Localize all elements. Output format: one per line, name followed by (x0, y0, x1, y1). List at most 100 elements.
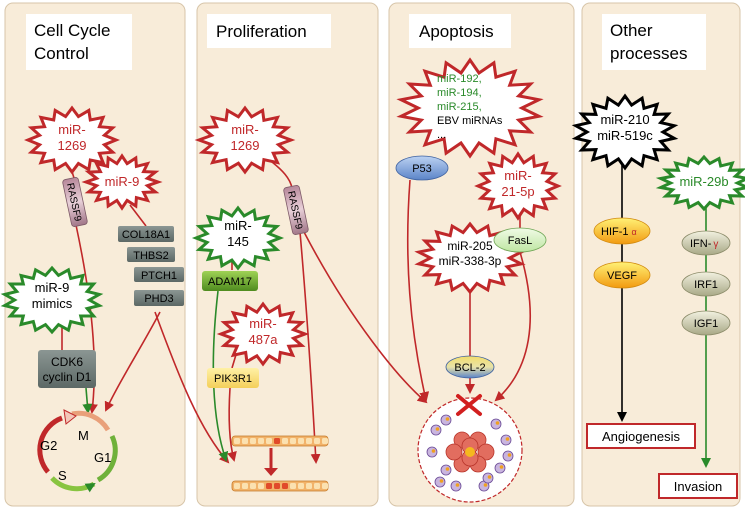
svg-text:miR-210: miR-210 (600, 112, 649, 127)
apoptotic-body-dot (507, 453, 512, 457)
bleb-core (465, 447, 475, 457)
mir1269-star-cell-cycle: miR- 1269 (24, 105, 120, 175)
cell (258, 483, 264, 489)
cell (282, 483, 288, 489)
cdk6-cyclind1-node: CDK6 cyclin D1 (38, 350, 96, 388)
svg-text:miR-: miR- (249, 316, 276, 331)
cell (274, 483, 280, 489)
svg-text:FasL: FasL (508, 235, 532, 247)
title-box-proliferation (207, 14, 331, 48)
svg-text:miR-205: miR-205 (447, 239, 493, 253)
invasion-box: Invasion (658, 473, 738, 499)
bleb (477, 443, 495, 461)
apoptotic-body-dot (495, 421, 500, 425)
igf1-node: IGF1 (681, 310, 731, 336)
irf1-node: IRF1 (681, 271, 731, 297)
mir21-star: miR- 21-5p (474, 151, 562, 221)
svg-text:cyclin D1: cyclin D1 (43, 370, 92, 384)
apoptotic-body (426, 446, 438, 458)
svg-text:COL18A1: COL18A1 (122, 229, 170, 241)
svg-text:IRF1: IRF1 (694, 279, 718, 291)
rassf9-node-proliferation: RASSF9 (283, 185, 309, 235)
cell (266, 483, 272, 489)
mir9-star: miR-9 (81, 153, 163, 211)
bcl2-node: BCL-2 (445, 355, 495, 379)
apoptotic-body-dot (431, 449, 436, 453)
apoptotic-body (494, 462, 506, 474)
adam17-node: ADAM17 (202, 271, 258, 291)
title-box-apoptosis (409, 14, 511, 48)
panel-title-proliferation: Proliferation (216, 22, 307, 41)
cell (322, 438, 328, 444)
svg-text:miR-: miR- (58, 122, 85, 137)
apoptotic-body-dot (445, 417, 450, 421)
svg-text:1269: 1269 (231, 138, 260, 153)
phase-g1: G1 (94, 450, 111, 465)
svg-text:miR-9: miR-9 (105, 174, 140, 189)
svg-text:THBS2: THBS2 (133, 250, 168, 262)
cell (298, 438, 304, 444)
panel-title-other-1: Other (610, 21, 653, 40)
bleb (445, 443, 463, 461)
svg-text:miR-: miR- (504, 168, 531, 183)
title-box-other (602, 14, 706, 70)
svg-text:miR-: miR- (231, 122, 258, 137)
cell (314, 438, 320, 444)
cell (266, 438, 272, 444)
apoptotic-body (440, 414, 452, 426)
svg-text:miR-: miR- (224, 218, 251, 233)
cell (314, 483, 320, 489)
svg-text:miR-215,: miR-215, (437, 101, 482, 113)
fasl-node: FasL (493, 227, 547, 253)
panel-title-apoptosis: Apoptosis (419, 22, 494, 41)
svg-text:PTCH1: PTCH1 (141, 270, 177, 282)
svg-text:miR-9: miR-9 (35, 280, 70, 295)
cell (322, 483, 328, 489)
mir145-star: miR- 145 (191, 205, 285, 271)
mir29b-star: miR-29b (655, 154, 745, 212)
phase-m: M (78, 428, 89, 443)
cell (274, 438, 280, 444)
pik3r1-node: PIK3R1 (207, 368, 259, 388)
panel-title-other-2: processes (610, 44, 687, 63)
svg-text:...: ... (437, 129, 446, 141)
cell (258, 438, 264, 444)
phd3-node: PHD3 (134, 290, 184, 306)
svg-text:miR-29b: miR-29b (679, 174, 728, 189)
title-box-cell-cycle (26, 14, 132, 70)
svg-text:HIF-1α: HIF-1α (601, 226, 637, 238)
apoptotic-cell (417, 394, 523, 503)
cell (282, 438, 288, 444)
apoptotic-body-dot (505, 437, 510, 441)
cell (242, 438, 248, 444)
cell (306, 483, 312, 489)
cell (290, 483, 296, 489)
svg-text:BCL-2: BCL-2 (454, 362, 485, 374)
apoptotic-body (430, 424, 442, 436)
apoptotic-body (500, 434, 512, 446)
cell (234, 483, 240, 489)
apoptotic-body (450, 480, 462, 492)
cell (242, 483, 248, 489)
ptch1-node: PTCH1 (134, 267, 184, 282)
mir1269-star-proliferation: miR- 1269 (194, 105, 296, 175)
mir487a-star: miR- 487a (216, 301, 310, 367)
angiogenesis-box: Angiogenesis (586, 423, 696, 449)
apoptotic-body (490, 418, 502, 430)
phase-s: S (58, 468, 67, 483)
rassf9-node-cell-cycle: RASSF9 (62, 177, 88, 227)
svg-text:487a: 487a (249, 332, 279, 347)
cell-cycle-diagram: G2 M G1 S (37, 409, 118, 493)
col18a1-node: COL18A1 (118, 226, 174, 242)
apoptotic-body-dot (487, 475, 492, 479)
svg-text:ADAM17: ADAM17 (208, 276, 252, 288)
panel-title-cell-cycle-1: Cell Cycle (34, 21, 111, 40)
apoptotic-body-dot (483, 483, 488, 487)
svg-text:Invasion: Invasion (674, 479, 722, 494)
cell (250, 438, 256, 444)
cell (298, 483, 304, 489)
cell (234, 438, 240, 444)
p53-node: P53 (395, 155, 449, 181)
svg-text:145: 145 (227, 234, 249, 249)
